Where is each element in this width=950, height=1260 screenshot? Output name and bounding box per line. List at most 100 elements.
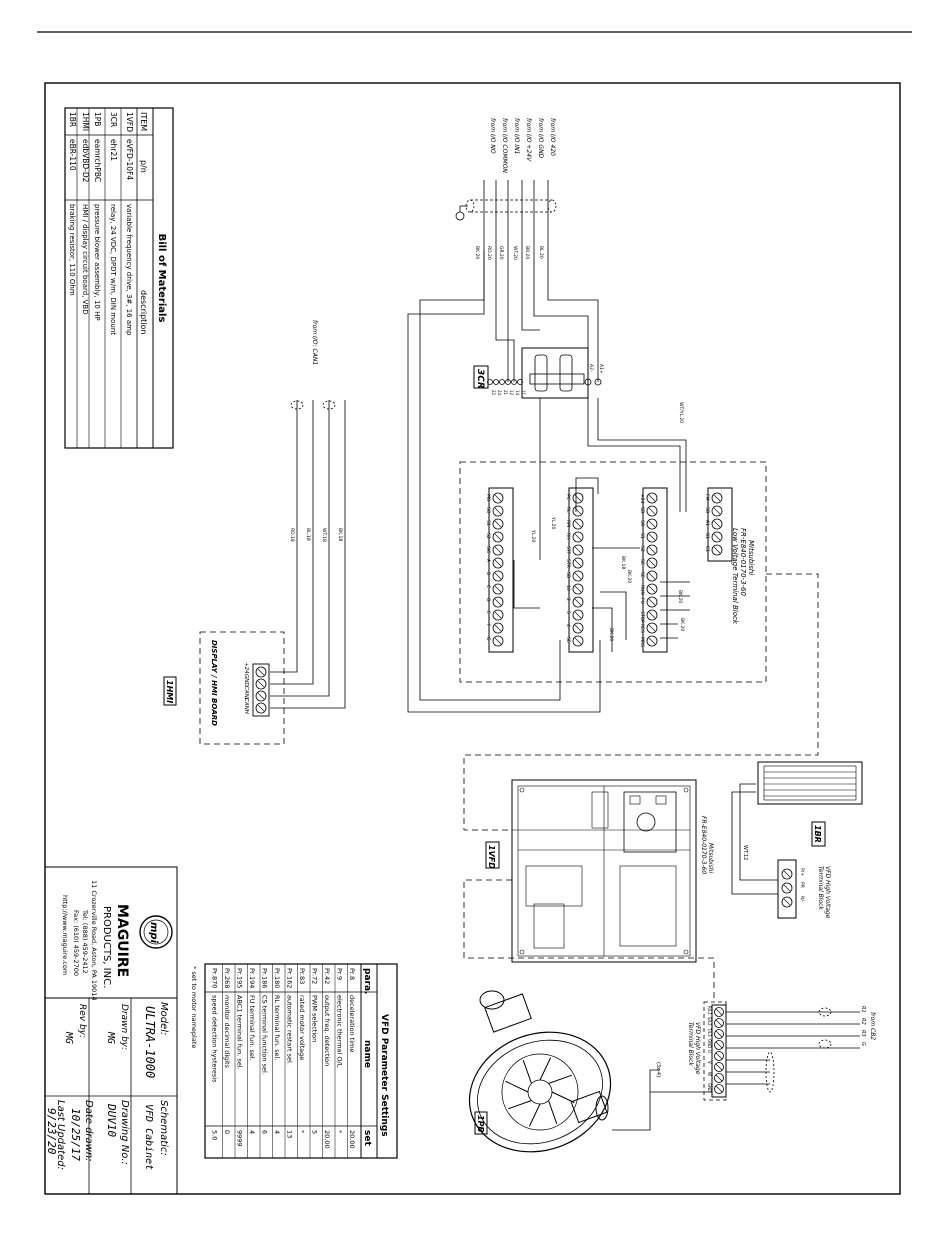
hv-bot-label-4: U xyxy=(707,1050,712,1053)
lv-row3-label-2: SO xyxy=(639,520,645,527)
io-source-0: from I/O 420 xyxy=(549,118,556,156)
hv-bot-term-1 xyxy=(714,1018,724,1028)
bom-item-2: 1PB xyxy=(93,112,102,126)
lv-row3-label-5: SC xyxy=(639,559,645,565)
lv-row3-screw-1 xyxy=(648,507,656,515)
rev-by-value: MG xyxy=(63,1031,74,1044)
hv-top-label-1: PR xyxy=(799,882,805,888)
hv-bot-title-1: VFD High Voltage xyxy=(694,1022,701,1075)
bom-pn-1: ehr21 xyxy=(109,139,118,161)
relay-term-5 xyxy=(499,379,505,385)
lv-row4-screw-0 xyxy=(494,494,502,502)
lv-row4-label-2: S1 xyxy=(485,520,491,526)
param-name-1: electronic thermal O/L xyxy=(336,995,344,1068)
can-wire-label-2: BL.18 xyxy=(305,528,311,541)
drawing-no-label: Drawing No.: xyxy=(119,1100,130,1165)
lv-row2-term-6 xyxy=(572,570,584,582)
lv-row3-screw-5 xyxy=(648,559,656,567)
power-phase-0: R1 xyxy=(860,1006,866,1013)
lv-row3-screw-2 xyxy=(648,520,656,528)
io-wire-label-0: BL.20 xyxy=(538,246,544,259)
blower-blade-1 xyxy=(548,1100,558,1125)
blower-blade-2 xyxy=(528,1103,541,1127)
can-wire-label-0: BK.18 xyxy=(337,528,343,541)
io-source-1: from I/O GND xyxy=(537,118,544,159)
bom-item-1: 3CR xyxy=(109,112,118,127)
io-source-3: from I/O IN1 xyxy=(513,118,520,155)
last-updated-value: 9/23/20 xyxy=(45,1108,58,1155)
param-name-5: automatic restart sel. xyxy=(286,995,294,1065)
lv-row4-label-10: F xyxy=(485,624,491,627)
logo-text: mpi xyxy=(148,922,159,944)
lv-row3-term-9 xyxy=(646,609,658,621)
lv-row1-screw-2 xyxy=(713,520,721,528)
param-para-7: Pr.186 xyxy=(261,968,269,988)
lv-row2-label-8: 2 xyxy=(565,598,571,601)
drawing-no-value: DUV10 xyxy=(105,1103,118,1137)
param-set-4: * xyxy=(298,1130,306,1134)
bom-pn-0: eVFD-10F4 xyxy=(125,139,134,180)
param-name-7: CS terminal function sel. xyxy=(261,995,269,1075)
company-name: MAGUIRE xyxy=(114,904,130,977)
blower-blade-7 xyxy=(548,1074,573,1084)
lv-row1-strip xyxy=(707,487,733,562)
lv-row2-screw-2 xyxy=(574,520,582,528)
hmi-term-2 xyxy=(255,690,267,702)
model-value: ULTRA-1000 xyxy=(143,1006,157,1078)
tag-box-1pb xyxy=(474,1111,488,1135)
internal-wire-label-1: BK.20 xyxy=(626,570,632,583)
lv-row2-label-0: PC xyxy=(565,494,571,500)
lv-row4-term-2 xyxy=(492,518,504,530)
hmi-term-0 xyxy=(255,666,267,678)
lv-row2-term-5 xyxy=(572,557,584,569)
hv-top-screw-0 xyxy=(783,870,791,878)
bill-of-materials: Bill of Materials ITEM p/n description 1… xyxy=(64,107,174,449)
param-set-0: 20.00 xyxy=(348,1130,356,1149)
hv-bot-screw-3 xyxy=(715,1041,723,1049)
hv-bot-term-7 xyxy=(714,1084,724,1094)
wiring-paths xyxy=(270,250,860,1131)
lv-row3-screw-7 xyxy=(648,585,656,593)
lv-row2-term-8 xyxy=(572,596,584,608)
lv-row3-label-10: RES xyxy=(639,624,645,633)
relay-term-label-0: A1+ xyxy=(598,364,604,374)
power-phase-3: G xyxy=(860,1042,866,1046)
lv-row3-label-1: SD xyxy=(639,507,645,514)
lv-row2-screw-5 xyxy=(574,559,582,567)
lv-row2-screw-3 xyxy=(574,533,582,541)
hv-bot-label-7: GND xyxy=(707,1083,712,1092)
lv-row3-strip xyxy=(642,487,668,653)
hv-top-label-2: N/- xyxy=(799,896,805,903)
io-source-4: from I/O COMMON xyxy=(501,118,508,173)
title-block: Model: ULTRA-1000 Schematic: VFD Cabinet… xyxy=(44,866,178,1195)
hmi-screw-2 xyxy=(257,692,265,700)
bom-item-4: 1BR xyxy=(68,112,77,127)
lv-row4-term-0 xyxy=(492,492,504,504)
lv-row3-term-7 xyxy=(646,583,658,595)
lv-row3-label-6: SE xyxy=(639,572,645,578)
bom-pn-4: eBR-110 xyxy=(68,139,77,171)
lv-row3-screw-8 xyxy=(648,598,656,606)
hmi-term-3 xyxy=(255,702,267,714)
hv-bot-screw-5 xyxy=(715,1063,723,1071)
param-name-4: rated motor voltage xyxy=(298,995,306,1060)
param-para-0: Pr.8 xyxy=(348,968,356,980)
bom-item-0: 1VFD xyxy=(125,112,134,132)
drawn-by-label: Drawn by: xyxy=(119,1004,129,1050)
company-address: 11 Crozerville Road, Aston, PA 19014 xyxy=(90,880,98,1001)
internal-wire-label-7: BK.20 xyxy=(608,628,614,641)
lv-row4-screw-4 xyxy=(494,546,502,554)
lv-row4-term-7 xyxy=(492,583,504,595)
hv-top-label-0: P/+ xyxy=(799,868,805,876)
hv-bot-label-3: GND xyxy=(707,1039,712,1048)
rev-by-label: Rev by: xyxy=(77,1004,87,1038)
param-para-1: Pr.9 xyxy=(336,968,344,980)
lv-row3-term-3 xyxy=(646,531,658,543)
hv-bot-screw-4 xyxy=(715,1052,723,1060)
io-wire-label-2: WT.20 xyxy=(512,246,518,260)
lv-row1-label-3: B1 xyxy=(704,533,710,539)
lv-row4-label-6: B xyxy=(485,572,491,575)
hv-top-screw-1 xyxy=(783,884,791,892)
